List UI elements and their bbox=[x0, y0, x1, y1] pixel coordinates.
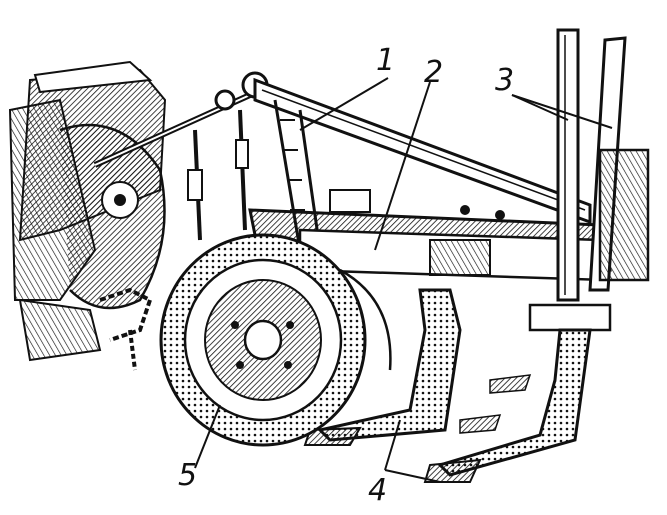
callout-1: 1 bbox=[376, 43, 395, 78]
tractor-rear bbox=[8, 60, 167, 362]
tool-bar bbox=[248, 189, 612, 282]
gauge-wheel bbox=[159, 233, 392, 447]
callout-3: 3 bbox=[495, 63, 514, 98]
leader-lines bbox=[194, 77, 613, 483]
depth-rods bbox=[528, 28, 650, 332]
callout-5: 5 bbox=[178, 458, 197, 493]
callout-2: 2 bbox=[424, 55, 443, 90]
callout-4: 4 bbox=[368, 473, 387, 508]
ripper-shanks bbox=[303, 288, 592, 483]
